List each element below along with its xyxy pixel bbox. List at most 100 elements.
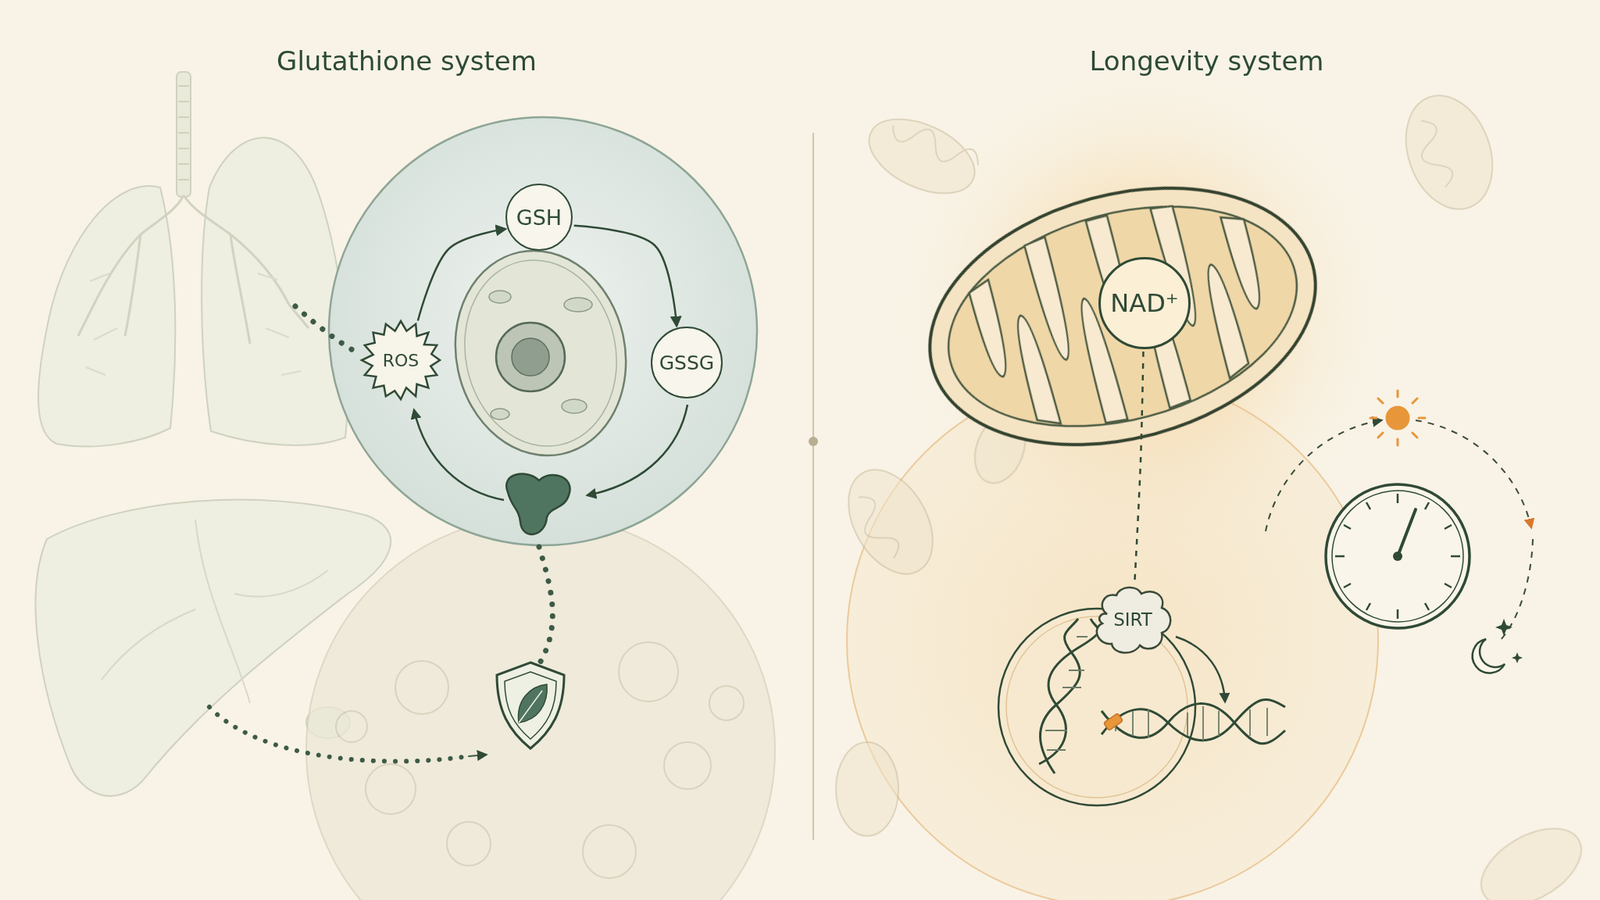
ros-starburst: ROS — [360, 319, 442, 401]
tissue-illustration — [306, 515, 775, 900]
cell-magnifier — [490, 408, 510, 420]
system-panel: GSH GSSG ROS Glutathione system — [0, 0, 814, 900]
sirt-action-arrow — [1175, 636, 1225, 702]
cycle-connector — [417, 228, 506, 321]
cycle-arrow — [587, 404, 688, 496]
cell-magnifier — [561, 399, 587, 414]
tissue-illustration — [618, 642, 679, 702]
background-mitochondrion — [831, 83, 1594, 900]
tissue-illustration — [306, 515, 775, 900]
tissue-illustration — [582, 825, 636, 879]
circadian-cycle — [1335, 493, 1461, 619]
cycle-arrow — [414, 410, 504, 500]
background-mitochondrion — [1467, 812, 1594, 900]
background-mitochondrion — [888, 114, 983, 176]
cell-magnifier — [496, 322, 565, 392]
enzyme-blob — [506, 474, 570, 535]
lungs-illustration — [85, 273, 301, 375]
cell-magnifier — [328, 117, 758, 546]
tissue-illustration — [664, 742, 711, 790]
mitochondrion — [924, 170, 1322, 462]
cell-illustration — [846, 375, 1379, 900]
node-label: NAD⁺ — [1110, 288, 1179, 318]
cell-magnifier — [511, 338, 550, 376]
sirt-action-arrow — [1175, 636, 1225, 702]
circadian-cycle — [1332, 490, 1464, 622]
molecule-circle: GSH — [505, 183, 573, 251]
tissue-illustration — [395, 660, 449, 715]
moon-icon — [1495, 618, 1513, 636]
dna-helix — [1045, 636, 1088, 750]
dna-helix — [1103, 713, 1124, 731]
moon-icon — [1472, 639, 1505, 673]
dna-helix — [1039, 618, 1286, 774]
circadian-cycle — [1392, 551, 1403, 561]
background-mitochondrion — [1390, 83, 1508, 222]
dna-helix — [1101, 703, 1286, 744]
background-mitochondrion — [1410, 117, 1457, 192]
dna-helix — [1115, 706, 1268, 741]
molecule-circle: GSSG — [650, 326, 723, 399]
lungs-illustration — [38, 71, 348, 447]
circadian-cycle — [1265, 390, 1533, 673]
panel-divider — [812, 132, 815, 840]
sun-icon — [1370, 390, 1425, 446]
blob-outline — [1096, 587, 1171, 654]
liver-illustration — [101, 519, 329, 704]
cycle-connector — [574, 225, 677, 326]
cell-magnifier — [489, 290, 511, 304]
moon-icon — [1472, 618, 1523, 673]
background-mitochondrion — [831, 455, 950, 590]
cofactor-circle: NAD⁺ — [1098, 257, 1191, 350]
mitochondrion — [1200, 261, 1251, 379]
panel-heading: Longevity system — [813, 45, 1600, 77]
background-mitochondrion — [857, 103, 986, 208]
tissue-illustration — [446, 821, 491, 866]
lungs-illustration — [176, 71, 191, 197]
cycle-connector — [1134, 351, 1143, 583]
mitochondrion — [967, 279, 1014, 380]
tissue-illustration — [709, 685, 744, 721]
enzyme-blob — [506, 474, 570, 535]
dotted-path — [295, 306, 358, 354]
tissue-illustration — [335, 710, 368, 743]
mitochondrion — [959, 181, 1287, 450]
dotted-path — [468, 754, 486, 757]
node-label: GSSG — [659, 351, 715, 375]
node-label: GSH — [516, 205, 562, 230]
panel-divider — [808, 436, 818, 447]
lungs-illustration — [78, 195, 309, 344]
node-label: ROS — [382, 350, 420, 371]
shield-icon — [504, 671, 557, 740]
node-label: SIRT — [1113, 609, 1153, 630]
starburst-outline — [361, 321, 440, 400]
cell-magnifier — [436, 234, 645, 472]
lungs-illustration — [201, 137, 348, 446]
dotted-path — [539, 546, 553, 665]
cell-illustration — [846, 54, 1403, 900]
mitochondrion — [900, 147, 1345, 486]
shield-icon — [496, 662, 565, 749]
circadian-cycle — [1325, 484, 1470, 629]
shield-icon — [518, 690, 543, 723]
panel-heading: Glutathione system — [0, 45, 814, 77]
dotted-path — [209, 707, 469, 761]
system-panel: NAD⁺ SIRT Longevity system — [813, 0, 1600, 900]
panel-divider — [808, 132, 818, 840]
sun-icon — [1370, 390, 1425, 446]
moon-icon — [1511, 652, 1523, 664]
mitochondrion — [900, 147, 1345, 486]
mitochondrion — [1010, 312, 1061, 429]
shield-icon — [517, 684, 547, 723]
sun-icon — [1386, 407, 1409, 429]
shield-icon — [496, 662, 565, 749]
background-mitochondrion — [848, 491, 904, 565]
lungs-illustration — [178, 85, 190, 180]
cell-magnifier — [447, 246, 634, 461]
circadian-cycle — [1397, 509, 1416, 557]
cell-magnifier — [328, 117, 758, 546]
cell-illustration — [998, 608, 1196, 806]
